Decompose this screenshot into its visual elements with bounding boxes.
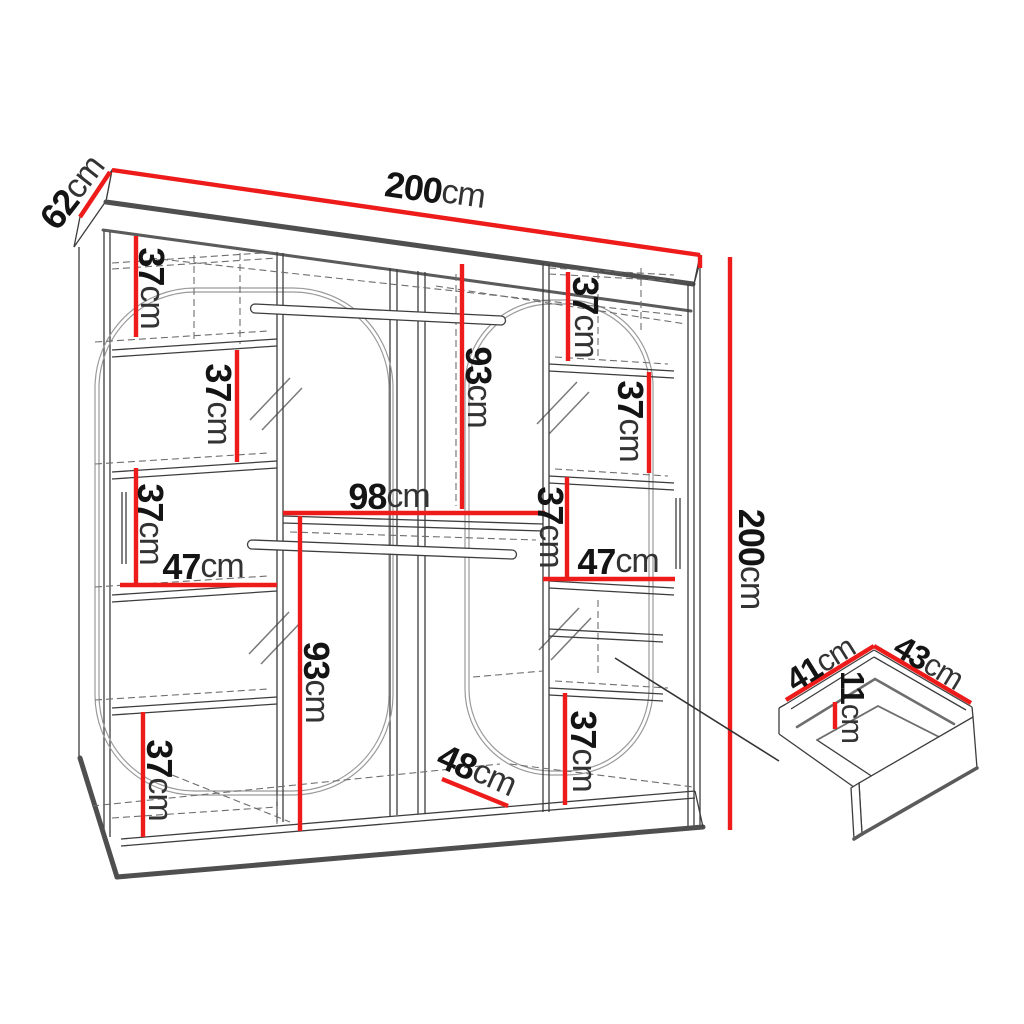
drawer-pointer-line [614, 657, 780, 762]
wardrobe-front-view: 200cm 62cm 200cm 37cm 37cm 37cm 37cm 47c… [31, 148, 773, 880]
carcass-outline [73, 169, 706, 880]
hanging-rail-top [249, 303, 507, 326]
dim-left-gap-4: 37cm [140, 739, 181, 820]
dim-mid-height-right: 93cm [459, 346, 500, 427]
middle-section [91, 257, 694, 827]
hanging-rail-middle [246, 539, 518, 560]
dimension-lines [78, 167, 733, 837]
drawer-detail: 41cm 43cm 11cm [778, 627, 979, 841]
dim-mid-width: 98cm [348, 476, 429, 517]
right-shelf-column [472, 263, 675, 812]
dim-wardrobe-width: 200cm [382, 163, 487, 218]
drawer-drawing [778, 649, 979, 841]
left-door-mirror-oval [94, 287, 394, 796]
dim-left-gap-1: 37cm [132, 247, 173, 328]
right-door-handle [675, 498, 681, 569]
dim-right-gap-1: 37cm [566, 276, 607, 357]
dim-left-col-width: 47cm [162, 546, 243, 587]
left-door-handle [121, 492, 127, 564]
dim-left-gap-2: 37cm [199, 363, 240, 444]
dimension-labels: 200cm 62cm 200cm 37cm 37cm 37cm 37cm 47c… [31, 148, 773, 820]
dim-left-gap-3: 37cm [131, 483, 172, 564]
dim-wardrobe-height: 200cm [732, 509, 773, 609]
dim-drawer-depth: 43cm [888, 627, 971, 697]
dim-mid-height-left: 93cm [297, 641, 338, 722]
left-shelf-column [94, 251, 284, 822]
dim-right-gap-2: 37cm [611, 380, 652, 461]
dim-right-col-width: 47cm [577, 541, 658, 582]
drawer-dimension-lines [784, 644, 973, 729]
dim-right-gap-4: 37cm [564, 710, 605, 791]
dim-right-gap-3: 37cm [531, 486, 572, 567]
dim-drawer-height: 11cm [835, 671, 872, 743]
